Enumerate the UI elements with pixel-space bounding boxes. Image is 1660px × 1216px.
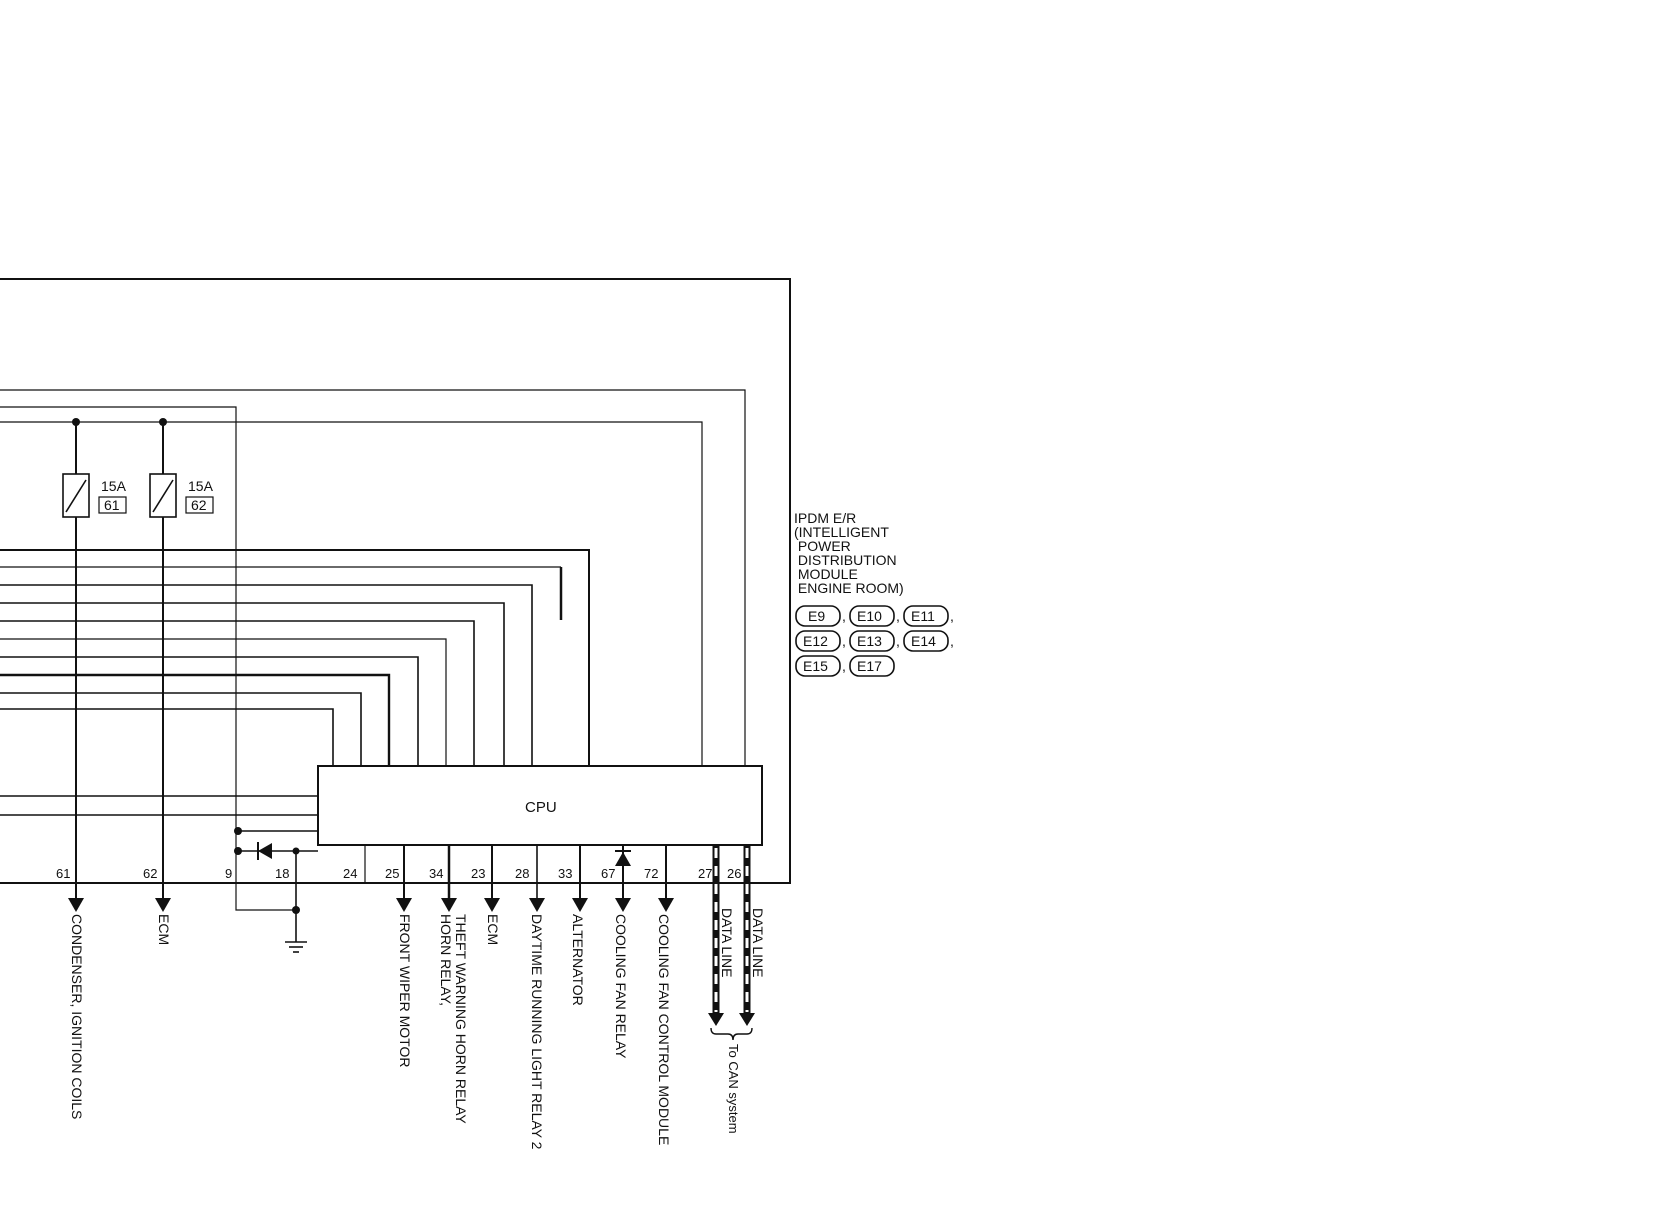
module-name: IPDM E/R (INTELLIGENT POWER DISTRIBUTION… [794, 510, 904, 596]
harness-wires [0, 549, 590, 816]
dest-label-horn-relay-1: HORN RELAY, [438, 914, 454, 1006]
fuse-62-label: 15A 62 [185, 478, 214, 514]
pin-label: 27 [698, 866, 712, 881]
pin-label: 61 [56, 866, 70, 881]
svg-text:,: , [842, 658, 846, 674]
connector-badge: E11 [911, 608, 935, 624]
connector-badge: E12 [803, 633, 828, 649]
output-wires [75, 845, 667, 903]
fuse-61-branch [62, 418, 90, 883]
pin-label: 67 [601, 866, 615, 881]
fuse-61-number: 61 [104, 497, 120, 513]
svg-text:,: , [950, 633, 954, 649]
fuse-61-label: 15A 61 [98, 478, 127, 514]
pin-label: 34 [429, 866, 443, 881]
dest-label-ecm-2: ECM [485, 914, 501, 945]
fuse-62-rating: 15A [188, 478, 214, 494]
svg-text:,: , [842, 608, 846, 624]
ground-diode-circuit [234, 827, 366, 953]
dest-label-alternator: ALTERNATOR [570, 914, 586, 1006]
module-name-line: MODULE [794, 566, 858, 582]
svg-text:,: , [896, 608, 900, 624]
module-outline [0, 278, 791, 884]
output-arrowheads [68, 898, 674, 912]
cpu-label: CPU [525, 799, 557, 816]
pin-label: 9 [225, 866, 232, 881]
pin-label: 28 [515, 866, 529, 881]
dest-label-drl-relay: DAYTIME RUNNING LIGHT RELAY 2 [529, 914, 545, 1150]
pin-label: 24 [343, 866, 357, 881]
dest-label-cooling-fan-module: COOLING FAN CONTROL MODULE [656, 914, 672, 1145]
dest-label-horn-relay-2: THEFT WARNING HORN RELAY [453, 914, 469, 1124]
connector-badge: E15 [803, 658, 828, 674]
svg-text:,: , [842, 633, 846, 649]
pin-numbers: 61 62 9 18 24 25 34 23 28 33 67 72 27 26 [56, 866, 741, 881]
dest-label-condenser: CONDENSER, IGNITION COILS [69, 914, 85, 1119]
module-name-line: POWER [794, 538, 851, 554]
fuse-62-number: 62 [191, 497, 207, 513]
module-name-line: ENGINE ROOM) [794, 580, 904, 596]
dest-label-ecm: ECM [156, 914, 172, 945]
pin-label: 62 [143, 866, 157, 881]
pin-label: 25 [385, 866, 399, 881]
dest-label-data-line-27: DATA LINE [719, 908, 735, 978]
connector-badge: E14 [911, 633, 936, 649]
connector-badge: E9 [808, 608, 825, 624]
svg-text:,: , [896, 633, 900, 649]
module-name-line: IPDM E/R [794, 510, 856, 526]
dest-label-front-wiper: FRONT WIPER MOTOR [397, 914, 413, 1067]
dest-label-cooling-fan-relay: COOLING FAN RELAY [613, 914, 629, 1059]
module-name-line: (INTELLIGENT [794, 524, 889, 540]
cpu-block: CPU [317, 765, 763, 846]
pin-label: 23 [471, 866, 485, 881]
pin-label: 18 [275, 866, 289, 881]
fuse-62-branch [149, 418, 177, 883]
pin-label: 33 [558, 866, 572, 881]
can-data-lines [708, 845, 755, 1041]
pin-label: 26 [727, 866, 741, 881]
connector-badge: E13 [857, 633, 882, 649]
pin-label: 72 [644, 866, 658, 881]
dest-label-data-line-26: DATA LINE [750, 908, 766, 978]
destination-labels: CONDENSER, IGNITION COILS ECM FRONT WIPE… [69, 908, 766, 1150]
fuse-61-rating: 15A [101, 478, 127, 494]
connector-list: E9 , E10 , E11 , E12 , E13 , E14 , E15 ,… [795, 605, 954, 677]
connector-badge: E17 [857, 658, 882, 674]
module-name-line: DISTRIBUTION [794, 552, 897, 568]
can-system-label: To CAN system [726, 1044, 741, 1134]
connector-badge: E10 [857, 608, 882, 624]
svg-text:,: , [950, 608, 954, 624]
top-feed-wires [0, 389, 746, 911]
